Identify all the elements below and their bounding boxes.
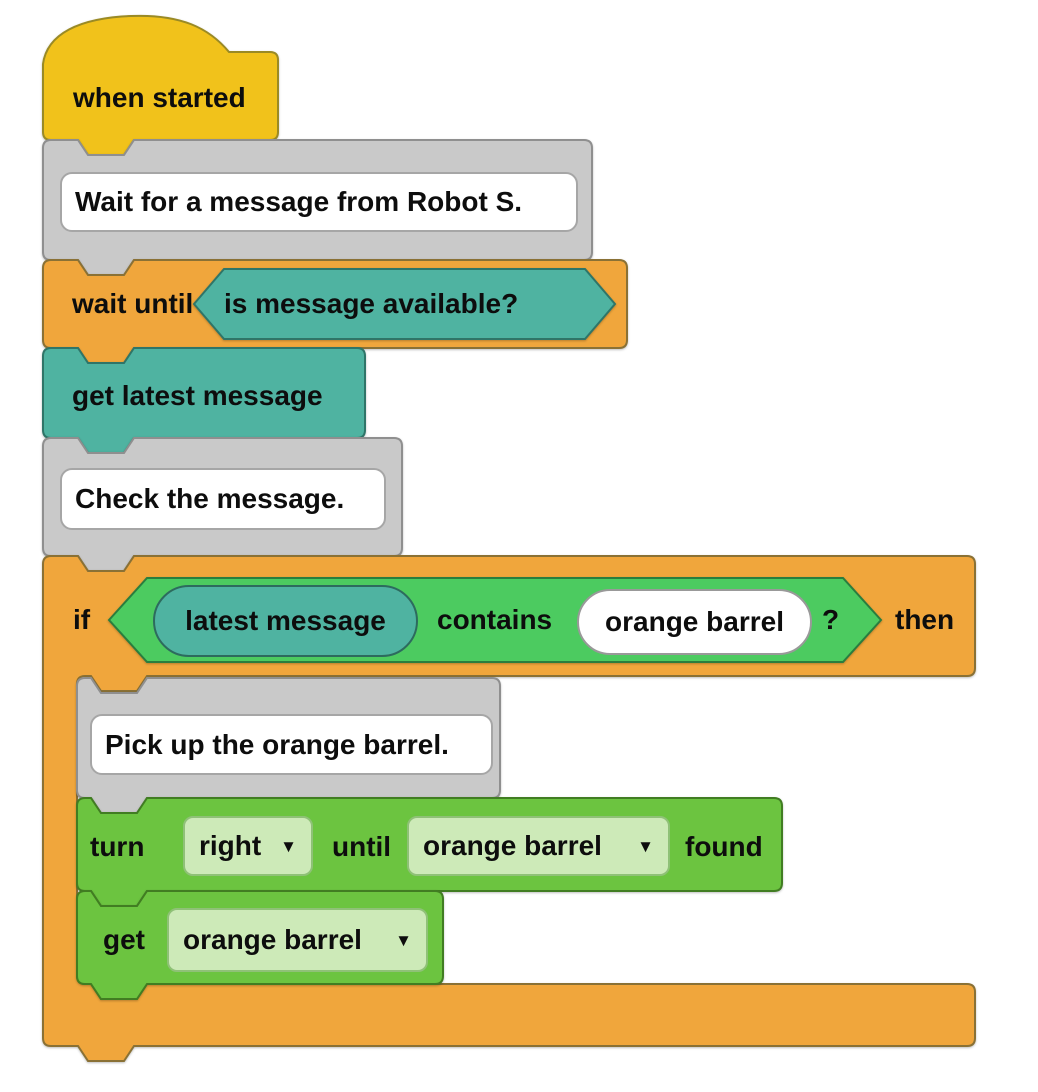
get-object-value: orange barrel [183, 924, 362, 955]
variable-latest-message[interactable]: latest message [153, 585, 418, 657]
get-latest-message-label: get latest message [72, 380, 323, 411]
value-orange-barrel-label: orange barrel [605, 606, 784, 637]
wait-until-label: wait until [72, 288, 194, 319]
direction-dropdown[interactable]: right ▼ [183, 816, 313, 876]
question-mark-label: ? [822, 604, 840, 635]
contains-label: contains [437, 604, 553, 635]
until-label: until [332, 831, 392, 862]
dropdown-arrow-icon: ▼ [280, 836, 297, 856]
comment-pick-text-field[interactable]: Pick up the orange barrel. [90, 714, 493, 775]
comment-check-text-field[interactable]: Check the message. [60, 468, 386, 530]
turn-object-dropdown[interactable]: orange barrel ▼ [407, 816, 670, 876]
comment-pick-text: Pick up the orange barrel. [105, 728, 449, 760]
get-label: get [103, 924, 145, 955]
found-label: found [685, 831, 763, 862]
when-started-label: when started [73, 82, 246, 113]
is-message-available-label: is message available? [224, 288, 519, 319]
then-label: then [895, 604, 955, 635]
direction-value: right [199, 830, 262, 861]
dropdown-arrow-icon: ▼ [395, 930, 412, 950]
condition-is-message-available[interactable] [192, 266, 617, 342]
comment-check-text: Check the message. [75, 483, 345, 514]
variable-latest-message-label: latest message [185, 605, 386, 636]
dropdown-arrow-icon: ▼ [637, 836, 654, 856]
comment-wait-text: Wait for a message from Robot S. [75, 186, 523, 217]
get-object-dropdown[interactable]: orange barrel ▼ [167, 908, 428, 972]
comment-wait-text-field[interactable]: Wait for a message from Robot S. [60, 172, 578, 232]
if-label: if [73, 604, 91, 635]
turn-object-value: orange barrel [423, 830, 602, 861]
value-input-orange-barrel[interactable]: orange barrel [577, 589, 812, 655]
turn-label: turn [90, 831, 145, 862]
